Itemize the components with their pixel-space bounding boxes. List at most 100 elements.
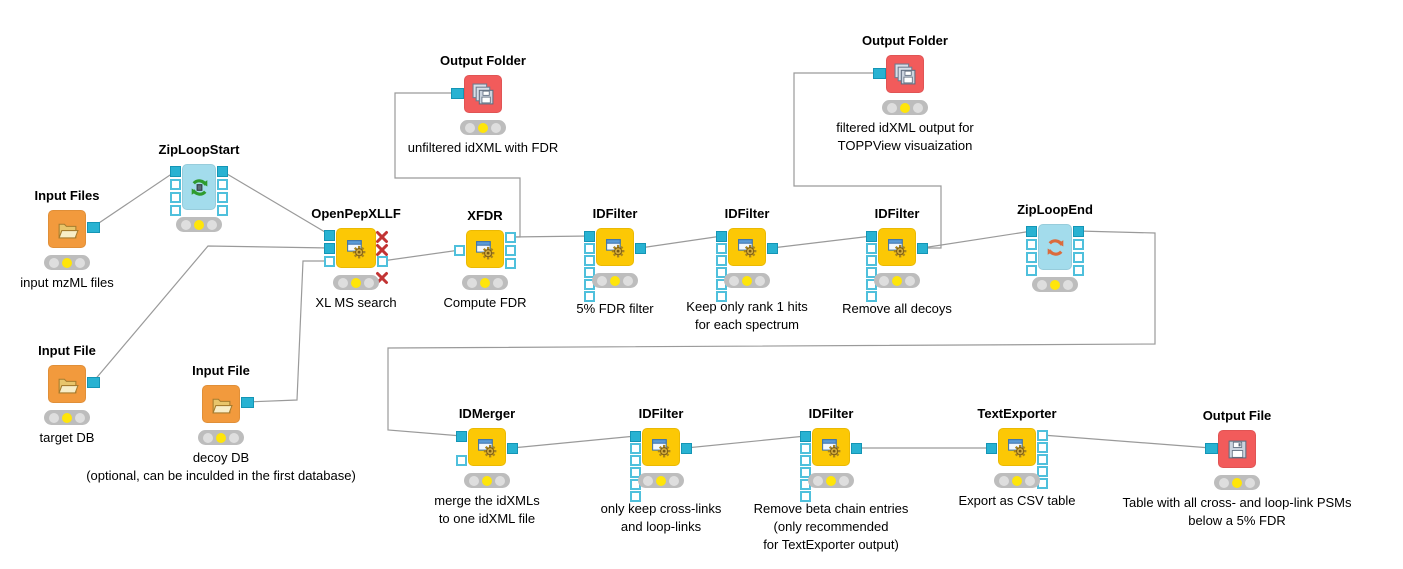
tool-gear-icon [1007,438,1026,457]
input-port[interactable] [1026,265,1037,276]
input-port[interactable] [800,491,811,502]
node-body-output-file[interactable] [1218,430,1256,468]
input-port[interactable] [800,467,811,478]
node-caption-line: 5% FDR filter [576,301,654,316]
output-port[interactable] [241,397,254,408]
input-port[interactable] [324,230,335,241]
node-body-input-files[interactable] [48,210,86,248]
input-port[interactable] [800,431,811,442]
output-port[interactable] [87,377,100,388]
status-traffic-light [874,273,920,288]
output-port[interactable] [1073,265,1084,276]
input-port[interactable] [324,243,335,254]
output-port[interactable] [505,258,516,269]
output-port[interactable] [507,443,518,454]
input-port[interactable] [170,192,181,203]
output-port[interactable] [217,166,228,177]
node-body-idmerger[interactable] [468,428,506,466]
output-port[interactable] [505,245,516,256]
output-port[interactable] [1037,430,1048,441]
input-port[interactable] [456,455,467,466]
node-body-open-pepxllf[interactable] [336,228,376,268]
input-port[interactable] [866,231,877,242]
input-port[interactable] [451,88,464,99]
output-port[interactable] [377,256,388,267]
input-port[interactable] [716,243,727,254]
node-body-idfilter-3[interactable] [878,228,916,266]
input-port[interactable] [584,231,595,242]
status-dot-off [887,102,897,113]
inactive-port-x-icon [376,244,388,256]
node-body-output-folder-1[interactable] [464,75,502,113]
node-caption-line: decoy DB [192,450,250,465]
input-port[interactable] [630,455,641,466]
node-body-output-folder-2[interactable] [886,55,924,93]
status-dot-off [669,475,679,486]
node-title: IDFilter [638,406,684,421]
input-port[interactable] [1205,443,1218,454]
input-port[interactable] [716,291,727,302]
node-body-input-file-target[interactable] [48,365,86,403]
output-port[interactable] [681,443,692,454]
input-port[interactable] [873,68,886,79]
input-port[interactable] [630,431,641,442]
input-port[interactable] [456,431,467,442]
input-port[interactable] [716,231,727,242]
output-port-inactive [375,271,389,285]
node-body-input-file-decoy[interactable] [202,385,240,423]
input-port[interactable] [584,243,595,254]
input-port[interactable] [1026,226,1037,237]
input-port[interactable] [454,245,465,256]
input-port[interactable] [866,267,877,278]
output-port[interactable] [917,243,928,254]
input-port[interactable] [170,166,181,177]
node-body-xfdr[interactable] [466,230,504,268]
output-port[interactable] [1037,466,1048,477]
node-body-zip-loop-end[interactable] [1038,224,1072,270]
input-port[interactable] [170,205,181,216]
output-port[interactable] [217,192,228,203]
node-body-idfilter-5[interactable] [812,428,850,466]
input-port[interactable] [716,255,727,266]
output-port[interactable] [505,232,516,243]
input-port[interactable] [800,443,811,454]
output-port[interactable] [1073,239,1084,250]
node-body-idfilter-4[interactable] [642,428,680,466]
input-port[interactable] [800,455,811,466]
node-body-text-exporter[interactable] [998,428,1036,466]
input-port[interactable] [170,179,181,190]
status-dot-off [905,275,915,286]
input-port[interactable] [1026,239,1037,250]
input-port[interactable] [630,443,641,454]
input-port[interactable] [630,467,641,478]
status-dot-off [469,475,479,486]
status-dot-off [207,219,217,230]
output-port[interactable] [767,243,778,254]
node-body-idfilter-1[interactable] [596,228,634,266]
node-body-idfilter-2[interactable] [728,228,766,266]
input-port[interactable] [584,291,595,302]
output-port[interactable] [217,205,228,216]
input-port[interactable] [986,443,997,454]
input-port[interactable] [324,256,335,267]
output-port[interactable] [1073,226,1084,237]
input-port[interactable] [630,491,641,502]
node-body-zip-loop-start[interactable] [182,164,216,210]
input-port[interactable] [716,267,727,278]
input-port[interactable] [584,255,595,266]
output-port[interactable] [217,179,228,190]
output-port[interactable] [851,443,862,454]
output-port[interactable] [635,243,646,254]
input-port[interactable] [866,255,877,266]
input-port[interactable] [866,243,877,254]
output-port[interactable] [87,222,100,233]
output-port[interactable] [1037,442,1048,453]
status-dot-off [597,275,607,286]
input-port[interactable] [584,267,595,278]
output-port[interactable] [1073,252,1084,263]
output-port[interactable] [1037,454,1048,465]
node-caption-line: (optional, can be inculded in the first … [86,468,356,483]
input-port[interactable] [866,291,877,302]
input-port[interactable] [1026,252,1037,263]
connection-wire [793,72,942,249]
